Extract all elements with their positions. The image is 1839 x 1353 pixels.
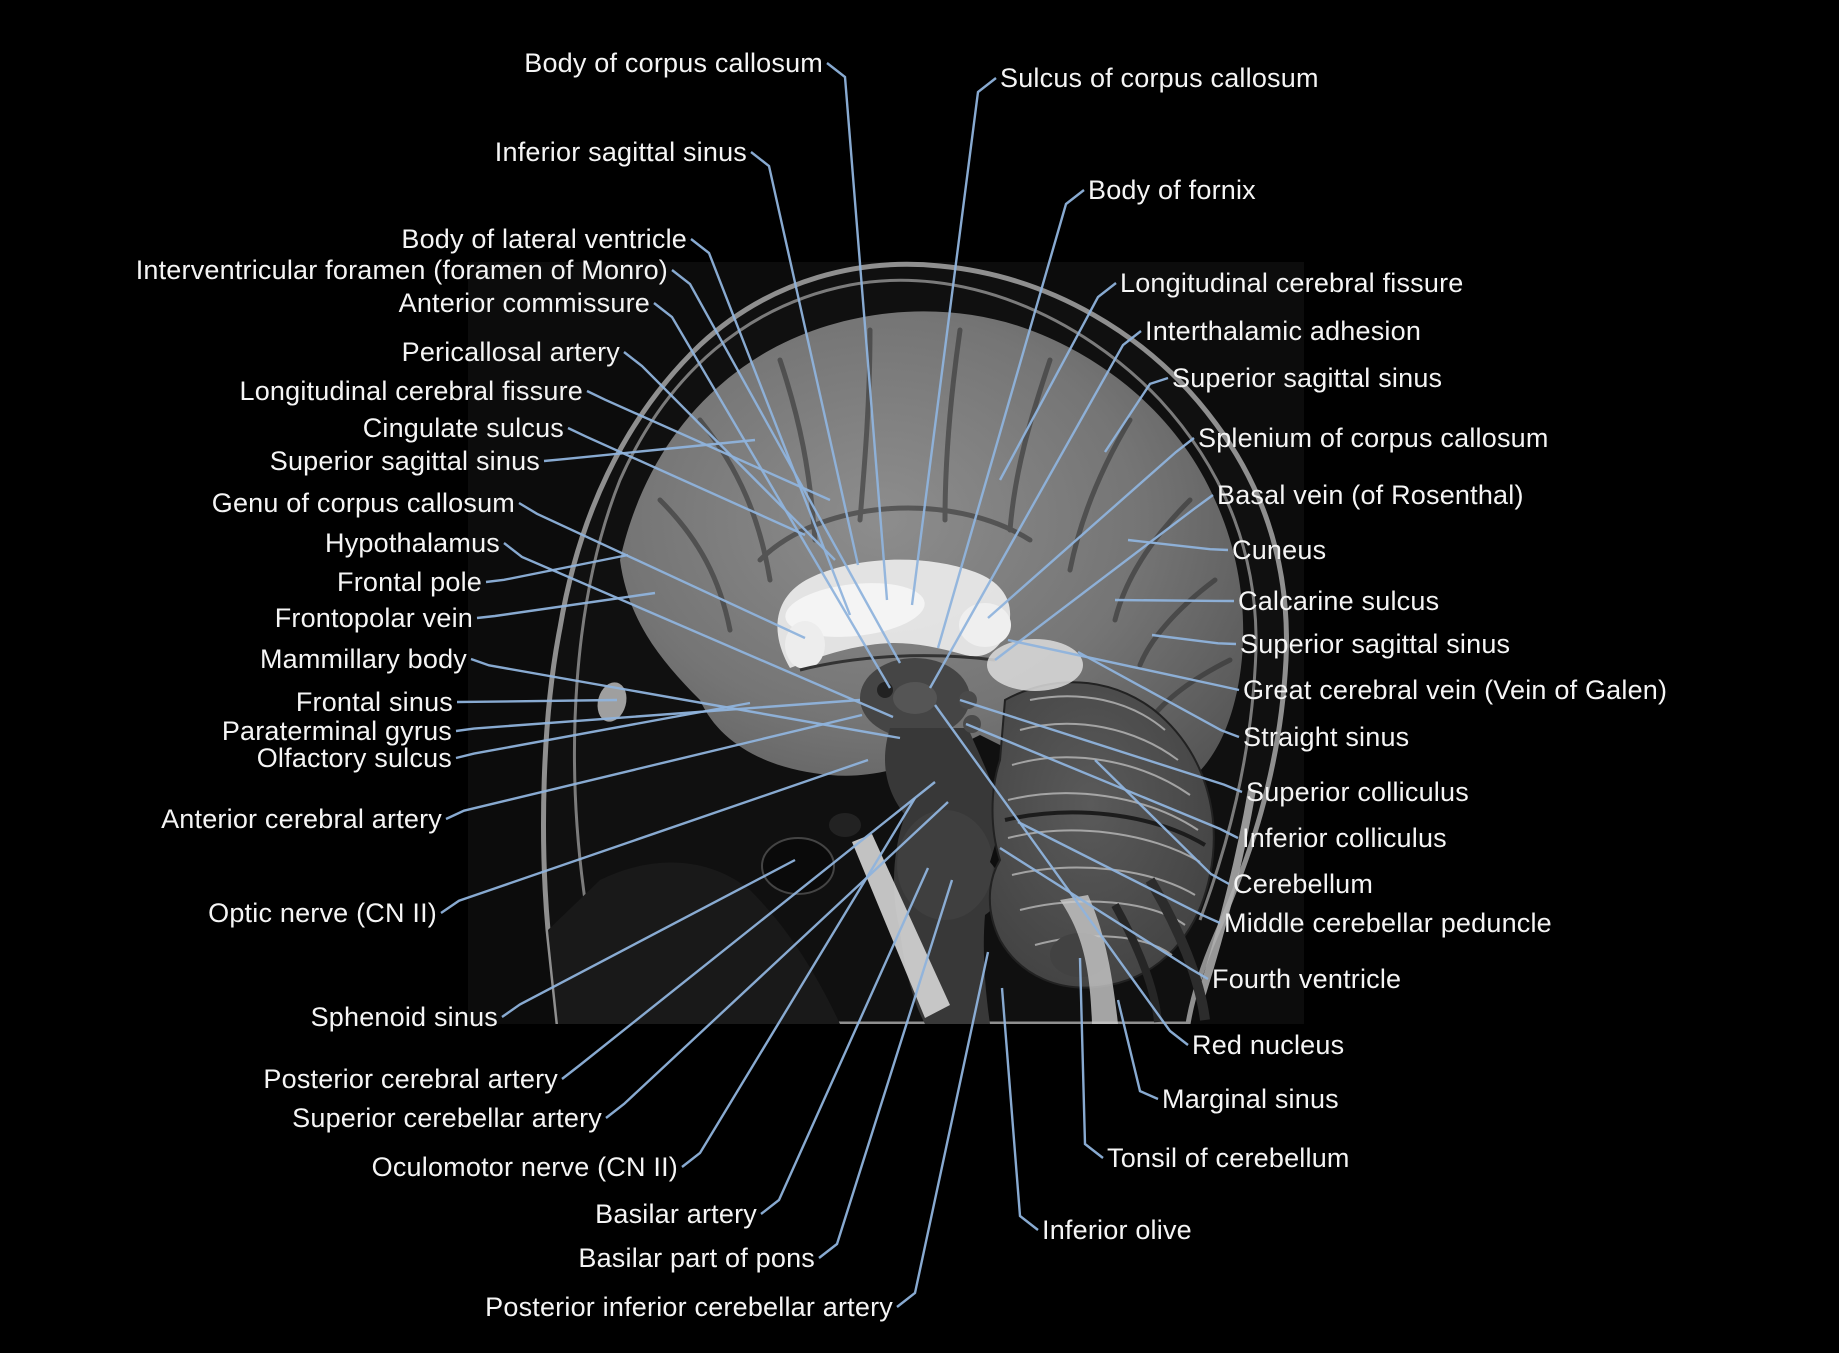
lateral-ventricle-bright bbox=[785, 583, 925, 637]
interthalamic-adhesion-shape bbox=[893, 682, 937, 714]
label-splenium-of-corpus-callosum: Splenium of corpus callosum bbox=[1198, 423, 1549, 453]
label-body-of-fornix: Body of fornix bbox=[1088, 175, 1256, 205]
label-posterior-inferior-cerebellar-artery: Posterior inferior cerebellar artery bbox=[485, 1292, 893, 1322]
label-interthalamic-adhesion: Interthalamic adhesion bbox=[1145, 316, 1422, 346]
label-sphenoid-sinus: Sphenoid sinus bbox=[310, 1002, 498, 1032]
label-straight-sinus: Straight sinus bbox=[1243, 722, 1410, 752]
pons bbox=[897, 810, 993, 920]
neck-muscle-1 bbox=[1145, 877, 1210, 1021]
label-hypothalamus: Hypothalamus bbox=[325, 528, 500, 558]
label-calcarine-sulcus: Calcarine sulcus bbox=[1238, 586, 1440, 616]
genu bbox=[785, 621, 825, 669]
label-optic-nerve: Optic nerve (CN II) bbox=[208, 898, 437, 928]
label-superior-sagittal-sinus-right: Superior sagittal sinus bbox=[1240, 629, 1511, 659]
label-basilar-part-of-pons: Basilar part of pons bbox=[578, 1243, 815, 1273]
label-frontopolar-vein: Frontopolar vein bbox=[274, 603, 473, 633]
pituitary-fossa-shape bbox=[829, 813, 861, 837]
label-superior-colliculus: Superior colliculus bbox=[1246, 777, 1469, 807]
label-anterior-cerebral-artery: Anterior cerebral artery bbox=[161, 804, 442, 834]
label-frontal-pole: Frontal pole bbox=[337, 567, 482, 597]
label-anterior-commissure: Anterior commissure bbox=[398, 288, 650, 318]
label-cerebellum: Cerebellum bbox=[1233, 869, 1374, 899]
label-superior-sagittal-sinus-top-right: Superior sagittal sinus bbox=[1172, 363, 1443, 393]
label-olfactory-sulcus: Olfactory sulcus bbox=[256, 743, 452, 773]
foramen-of-monro-shape bbox=[877, 682, 893, 698]
label-great-cerebral-vein: Great cerebral vein (Vein of Galen) bbox=[1243, 675, 1668, 705]
horizontal-fissure-line bbox=[1004, 810, 1207, 847]
label-superior-cerebellar-artery: Superior cerebellar artery bbox=[292, 1103, 602, 1133]
frontal-sinus-shape bbox=[597, 682, 627, 722]
label-genu-of-corpus-callosum: Genu of corpus callosum bbox=[211, 488, 515, 518]
label-inferior-sagittal-sinus: Inferior sagittal sinus bbox=[494, 137, 747, 167]
leader-lines bbox=[440, 62, 1243, 1308]
label-pericallosal-artery: Pericallosal artery bbox=[401, 337, 620, 367]
label-basilar-artery: Basilar artery bbox=[595, 1199, 757, 1229]
label-inferior-olive: Inferior olive bbox=[1042, 1215, 1192, 1245]
photo-bottom-cutoff bbox=[0, 1024, 1839, 1353]
label-frontal-sinus: Frontal sinus bbox=[295, 687, 453, 717]
sulci-lines bbox=[657, 327, 1233, 723]
label-marginal-sinus: Marginal sinus bbox=[1162, 1084, 1339, 1114]
label-basal-vein-of-rosenthal: Basal vein (of Rosenthal) bbox=[1217, 480, 1524, 510]
label-red-nucleus: Red nucleus bbox=[1192, 1030, 1345, 1060]
facial-soft-tissue bbox=[548, 862, 840, 1024]
sphenoid-sinus-shape bbox=[761, 837, 835, 895]
label-inferior-colliculus: Inferior colliculus bbox=[1242, 823, 1447, 853]
label-paraterminal-gyrus: Paraterminal gyrus bbox=[221, 716, 452, 746]
label-cuneus: Cuneus bbox=[1232, 535, 1327, 565]
label-mammillary-body: Mammillary body bbox=[259, 644, 467, 674]
label-longitudinal-cerebral-fissure-left: Longitudinal cerebral fissure bbox=[239, 376, 583, 406]
label-body-of-corpus-callosum: Body of corpus callosum bbox=[524, 48, 823, 78]
label-fourth-ventricle: Fourth ventricle bbox=[1212, 964, 1402, 994]
label-superior-sagittal-sinus-left: Superior sagittal sinus bbox=[269, 446, 540, 476]
skull-diploe-line bbox=[573, 278, 1258, 921]
label-longitudinal-cerebral-fissure-right: Longitudinal cerebral fissure bbox=[1120, 268, 1464, 298]
cisterna-cord-bright bbox=[1060, 895, 1118, 1024]
label-posterior-cerebral-artery: Posterior cerebral artery bbox=[263, 1064, 558, 1094]
label-body-of-lateral-ventricle: Body of lateral ventricle bbox=[401, 224, 687, 254]
posterior-scalp-fat bbox=[1196, 789, 1256, 1002]
label-middle-cerebellar-peduncle: Middle cerebellar peduncle bbox=[1224, 908, 1552, 938]
label-oculomotor-nerve: Oculomotor nerve (CN II) bbox=[371, 1152, 678, 1182]
label-cingulate-sulcus: Cingulate sulcus bbox=[362, 413, 564, 443]
label-sulcus-of-corpus-callosum: Sulcus of corpus callosum bbox=[1000, 63, 1319, 93]
label-interventricular-foramen: Interventricular foramen (foramen of Mon… bbox=[135, 255, 668, 285]
label-tonsil-of-cerebellum: Tonsil of cerebellum bbox=[1107, 1143, 1350, 1173]
